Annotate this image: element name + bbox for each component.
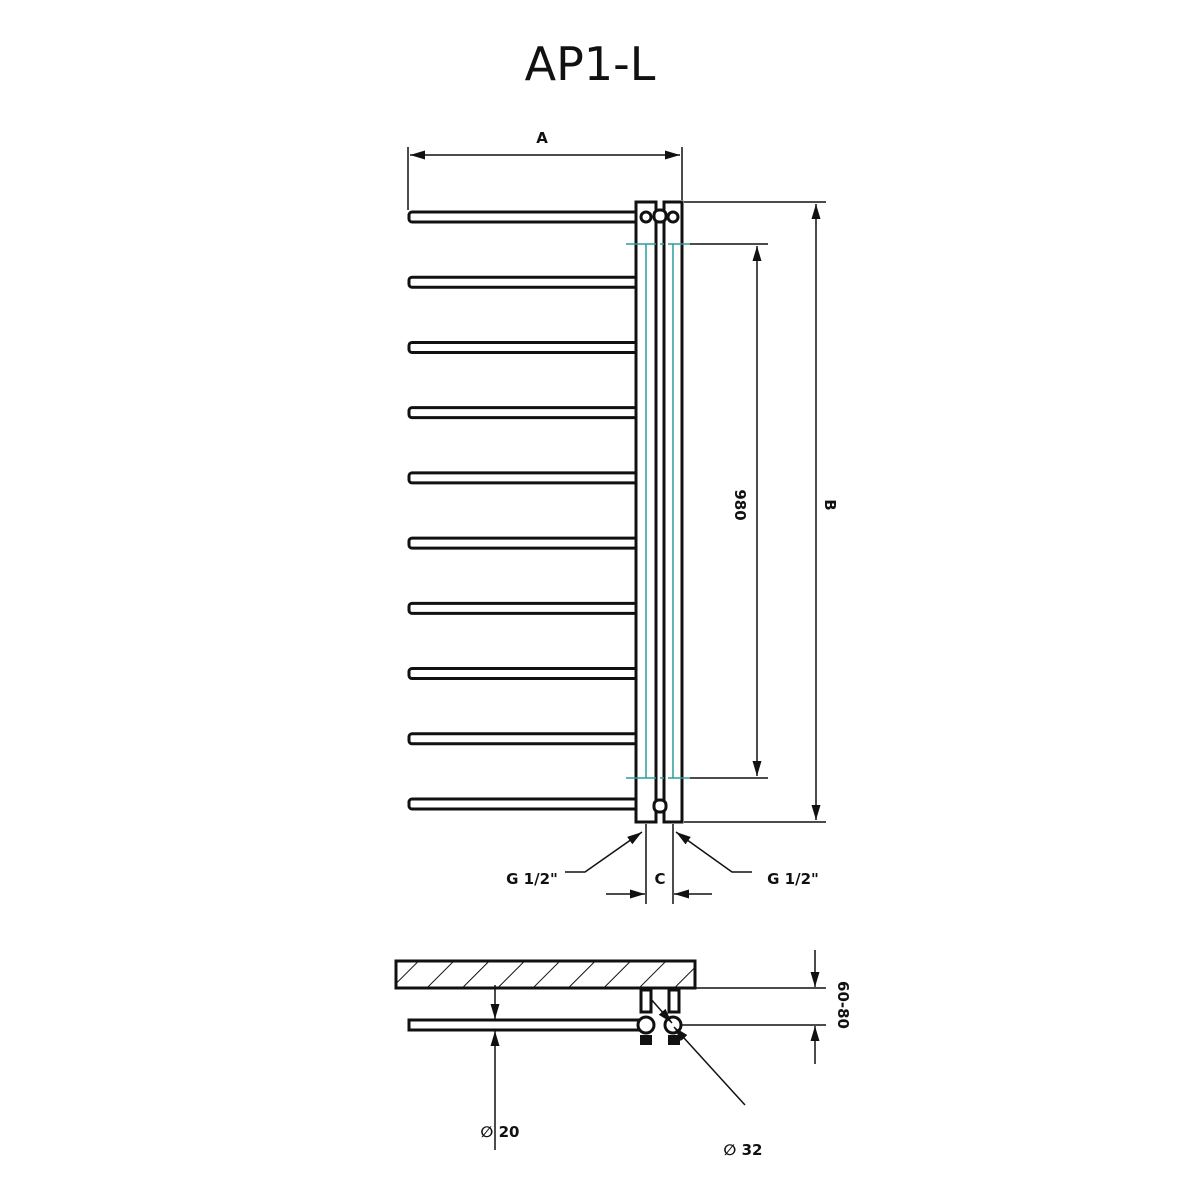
connection-right-label: G 1/2" bbox=[767, 870, 819, 888]
top-view: 60-80 ∅ 20 ∅ 32 bbox=[394, 950, 852, 1159]
connection-left-label: G 1/2" bbox=[506, 870, 558, 888]
dimension-b: B bbox=[811, 204, 839, 820]
towel-rail bbox=[407, 210, 642, 224]
dimension-a: A bbox=[407, 129, 683, 210]
drawing-title: AP1-L bbox=[525, 37, 656, 91]
towel-rail bbox=[407, 340, 642, 354]
wall-distance-label: 60-80 bbox=[834, 981, 852, 1029]
dimension-a-label: A bbox=[536, 129, 548, 147]
rail-diameter-label: ∅ 20 bbox=[481, 1123, 520, 1141]
towel-rail bbox=[407, 667, 642, 681]
towel-rail bbox=[407, 275, 642, 289]
dimension-b-label: B bbox=[821, 499, 839, 510]
axis-distance-label: 980 bbox=[731, 489, 749, 520]
column-diameter-label: ∅ 32 bbox=[724, 1141, 763, 1159]
connections: G 1/2" G 1/2" C bbox=[506, 824, 819, 904]
wall-section bbox=[394, 959, 697, 990]
dimension-980: 980 bbox=[731, 246, 762, 776]
dimension-c-label: C bbox=[654, 870, 665, 888]
towel-rail bbox=[407, 601, 642, 615]
towel-rail bbox=[407, 406, 642, 420]
towel-rail bbox=[407, 536, 642, 550]
towel-rail bbox=[407, 732, 642, 746]
towel-rail bbox=[407, 471, 642, 485]
towel-rails bbox=[407, 210, 642, 811]
vertical-columns bbox=[626, 200, 826, 824]
towel-rail bbox=[407, 797, 642, 811]
